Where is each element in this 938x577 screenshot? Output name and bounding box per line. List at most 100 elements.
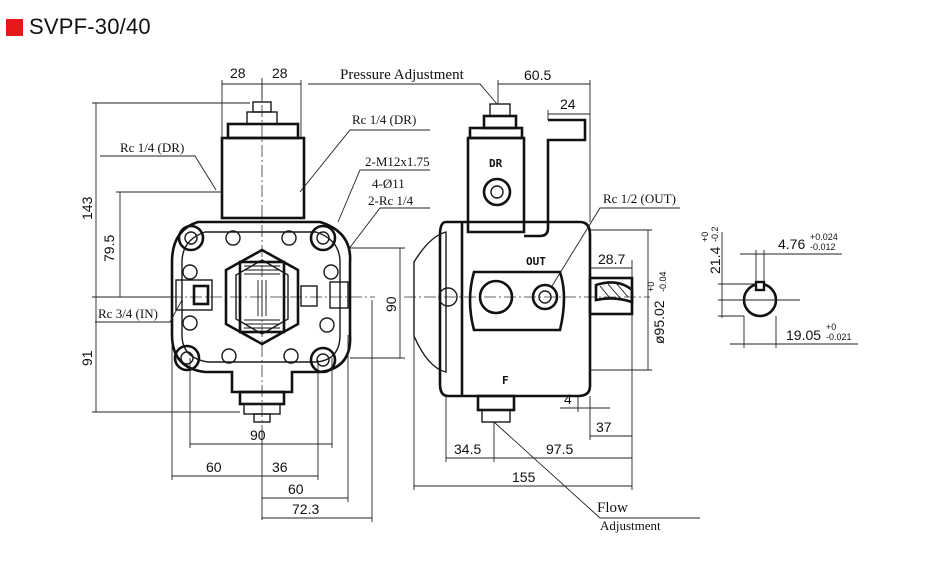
dim-21-4: 21.4 [707,247,723,274]
label-m12: 2-M12x1.75 [365,154,430,169]
label-d11: 4-Ø11 [372,176,405,191]
front-view [92,78,430,522]
side-upper-housing [466,136,526,234]
side-port-right [300,285,318,307]
dim-60-b: 60 [288,481,304,497]
side-inlet-bore [478,279,514,315]
mark-out: OUT [526,255,546,268]
shaft-end-view [718,232,858,348]
label-dr-left: Rc 1/4 (DR) [120,140,184,155]
inlet-port-inner [192,284,210,306]
dim-90-vertical: 90 [383,296,399,312]
side-bottom-screw [481,409,511,423]
side-top-nut [482,114,518,130]
dim-36: 36 [272,459,288,475]
hex-flange-inner [235,259,289,335]
dim-79-5: 79.5 [101,235,117,262]
side-rear-block [524,118,587,238]
dim-34-5: 34.5 [454,441,481,457]
leader-flow [493,421,700,519]
label-pressure-adjustment: Pressure Adjustment [340,67,465,83]
lug-bottom-left [173,344,201,372]
label-rc34-in: Rc 3/4 (IN) [98,306,158,321]
dim-97-5: 97.5 [546,441,573,457]
dim-91: 91 [79,350,95,366]
dim-143: 143 [79,196,95,220]
title-bar: SVPF-30/40 [6,14,151,40]
hex-flange [224,248,300,346]
out-port [531,283,559,311]
bolt-upper-left [225,230,241,246]
red-square-icon [6,18,23,36]
dim-28-b: 28 [272,65,288,81]
dim-155: 155 [512,469,536,485]
label-rc14-2: 2-Rc 1/4 [368,193,414,208]
dim-4: 4 [564,391,572,407]
label-rc12-out: Rc 1/2 (OUT) [603,191,676,206]
dim-4-76-tol-bottom: -0.012 [810,242,836,252]
dim-95-tol-bottom: -0.04 [658,271,668,292]
bolt-upper-right [281,230,297,246]
leader-rc14 [347,207,430,251]
leader-pressure [308,83,498,105]
bolt-lower-left [221,348,237,364]
bolt-mid-right-a [323,264,339,280]
shaft-hatching [244,265,280,329]
dim-21-4-tol-top: +0 [700,232,710,242]
dim-90-horizontal: 90 [250,427,266,443]
dim-21-4-tol-bottom: -0.2 [710,226,720,242]
dim-28-7: 28.7 [598,251,625,267]
side-bottom-nut [476,394,516,412]
page-title: SVPF-30/40 [29,14,151,39]
dim-95-tol-top: +0 [646,282,656,292]
dim-19-05-tol-bottom: -0.021 [826,332,852,342]
mark-f: F [502,374,509,387]
hole-bottom-right [316,353,330,367]
dim-60-a: 60 [206,459,222,475]
lug-bottom-right [309,346,337,374]
dim-28-a: 28 [230,65,246,81]
dim-19-05: 19.05 [786,327,821,343]
dim-4-76-tol-top: +0.024 [810,232,838,242]
bolt-lower-right [283,348,299,364]
dr-port-ring [482,177,512,207]
side-top-cap [468,126,524,140]
dim-60-5: 60.5 [524,67,551,83]
mark-dr: DR [489,157,503,170]
dim-72-3: 72.3 [292,501,319,517]
hole-top-left [184,231,198,245]
side-small-port [438,287,458,307]
top-cap [226,122,300,140]
dr-port-hole [490,185,504,199]
dim-95: ø95.02 [651,300,667,344]
leader-m12 [337,169,430,223]
leader-out [551,207,680,287]
leader-in [95,299,183,323]
lug-top-left [177,224,205,252]
shaft-key [594,281,634,304]
side-port-right-outer [329,281,349,309]
label-dr-right: Rc 1/4 (DR) [352,112,416,127]
dim-24: 24 [560,96,576,112]
side-front-flange [413,231,447,373]
leader-dr-right [299,129,430,193]
body-inner-outline [181,231,341,363]
side-port-block [468,270,566,332]
hole-top-right [316,231,330,245]
inlet-port [175,279,213,311]
shaft-window [238,260,286,334]
lug-top-right [309,224,337,252]
upper-housing [220,136,306,220]
side-view [308,80,700,519]
shaft-keyway [754,280,766,292]
bolt-mid-left-a [182,264,198,280]
label-flow: Flow [597,500,628,516]
leader-dr-left [100,155,217,191]
bottom-screw-tip [253,413,271,423]
bolt-mid-left-b [182,315,198,331]
side-top-screw [489,103,511,117]
hole-bottom-left [180,351,194,365]
label-adjustment: Adjustment [600,518,661,533]
dim-19-05-tol-top: +0 [826,322,836,332]
